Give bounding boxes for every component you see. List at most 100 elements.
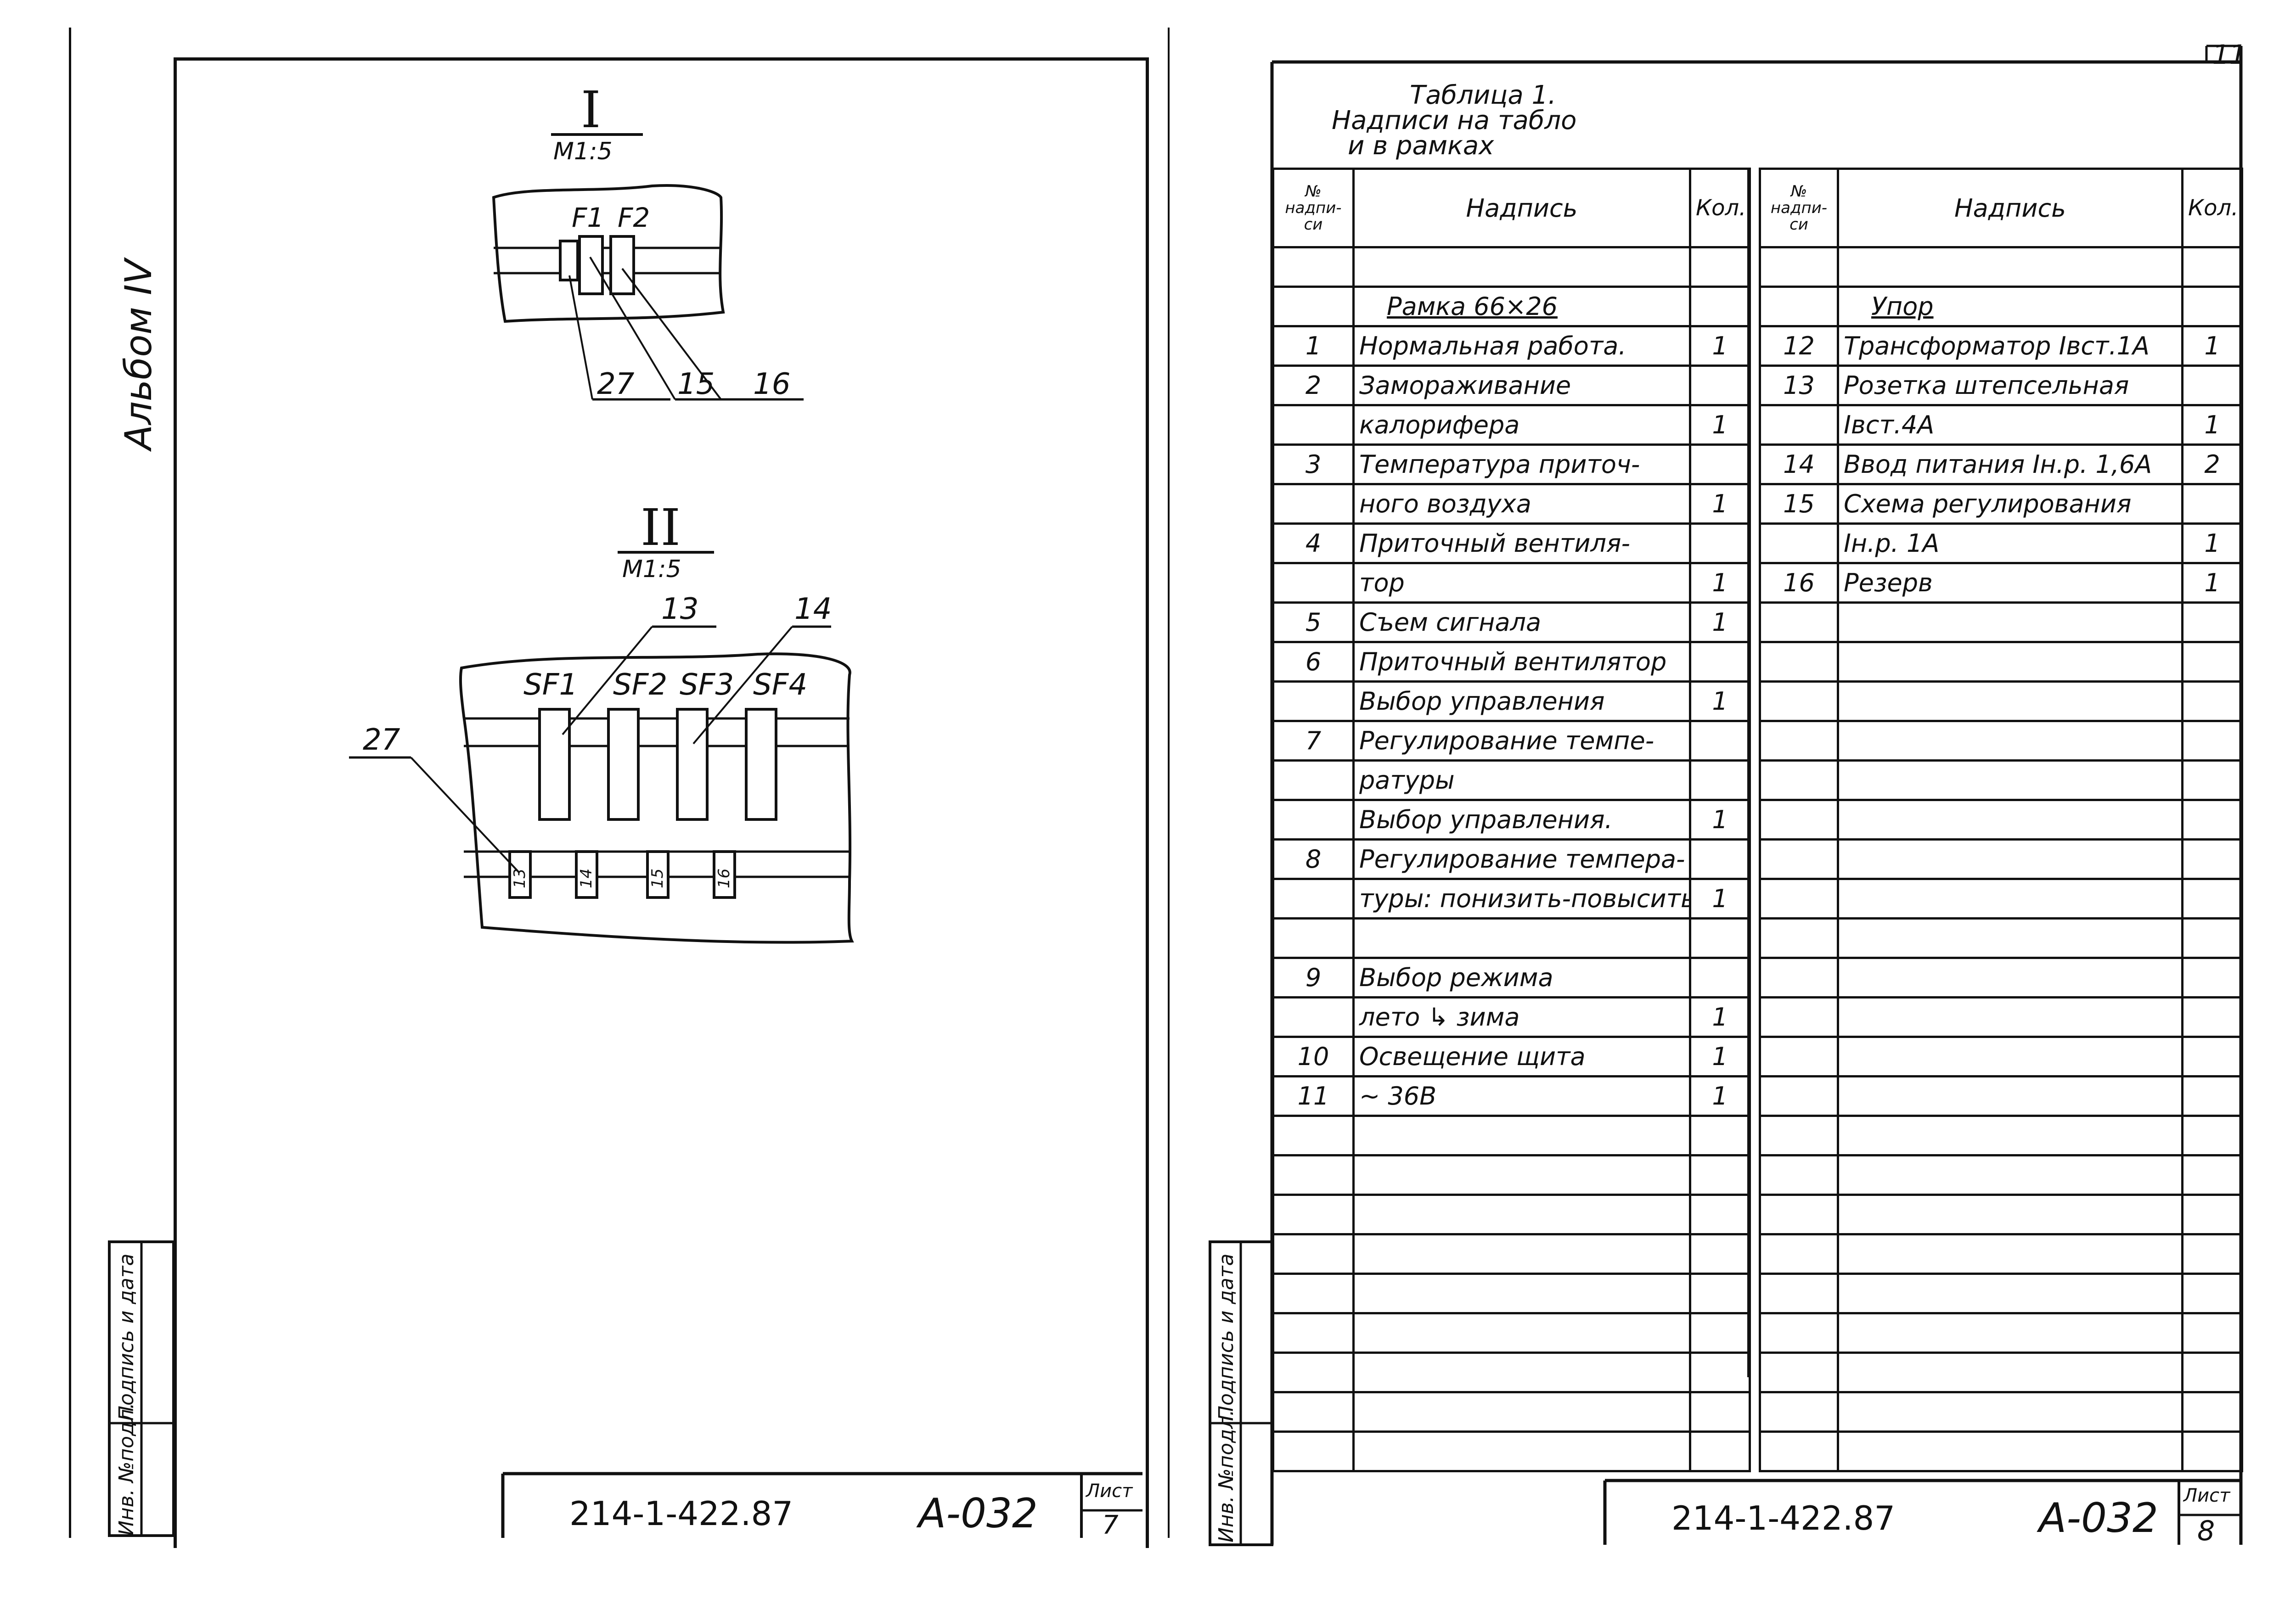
right-sheet-number: 8 [2197,1515,2215,1547]
right-doc-code: 214-1-422.87 [1671,1499,1896,1537]
row-qty [2181,1154,2243,1196]
row-qty [2181,878,2243,920]
row-text: Нормальная работа. [1352,325,1691,367]
left-doc-code: 214-1-422.87 [569,1494,793,1533]
row-text: Розетка штепсельная [1837,365,2183,406]
detail2-label-sf1: SF1 [523,668,578,702]
row-num: 10 [1272,1036,1355,1077]
table-row [1272,1233,1751,1275]
detail2-callout-27: 27 [363,723,400,757]
table-row [1759,641,2243,683]
detail1-callout-27: 27 [597,367,635,401]
row-qty: 1 [1689,483,1751,525]
table-row [1759,1115,2243,1156]
row-num [1759,1233,1839,1275]
row-text [1837,799,2183,841]
row-text [1352,1233,1691,1275]
row-qty [2181,1352,2243,1393]
row-text [1837,838,2183,880]
row-text: Замораживание [1352,365,1691,406]
row-num: 9 [1272,957,1355,998]
row-num [1272,286,1355,327]
row-text [1837,1075,2183,1117]
row-qty [2181,680,2243,722]
row-text [1837,1194,2183,1235]
row-num: 13 [1759,365,1839,406]
table-row [1272,1352,1751,1393]
row-num [1759,957,1839,998]
table-row [1759,838,2243,880]
table-row: Упор [1759,286,2243,327]
row-qty: 1 [1689,1036,1751,1077]
row-text: Упор [1837,286,2183,327]
row-num [1759,1036,1839,1077]
row-qty [2181,641,2243,683]
detail2-label-sf2: SF2 [613,668,668,702]
row-text: Трансформатор Iвст.1А [1837,325,2183,367]
table-row [1272,1391,1751,1433]
row-num [1272,680,1355,722]
left-album-code: А-032 [918,1490,1038,1537]
row-qty [2181,996,2243,1038]
row-text: Приточный вентилятор [1352,641,1691,683]
row-num: 8 [1272,838,1355,880]
row-qty [1689,957,1751,998]
row-num [1272,1233,1355,1275]
row-qty: 1 [2181,325,2243,367]
table-title-1: Таблица 1. [1410,80,1556,110]
detail1-underline [551,133,643,136]
row-text: Освещение щита [1352,1036,1691,1077]
detail2-callout-13: 13 [661,592,699,626]
row-qty: 1 [2181,404,2243,446]
row-qty [2181,483,2243,525]
row-num [1759,404,1839,446]
row-text [1352,1430,1691,1472]
row-qty: 1 [1689,601,1751,643]
header-text-right: Надпись [1837,168,2183,248]
row-num: 4 [1272,522,1355,564]
row-text: Iвст.4А [1837,404,2183,446]
table-row [1759,878,2243,920]
row-text [1352,246,1691,288]
row-qty [1689,522,1751,564]
table-row [1759,799,2243,841]
row-qty [1689,720,1751,762]
table-header-row-right: № надпи- си Надпись Кол. [1759,168,2243,248]
row-num: 5 [1272,601,1355,643]
table-row [1759,1391,2243,1433]
row-num [1759,878,1839,920]
detail2-label-sf4: SF4 [753,668,808,702]
table-row [1272,1154,1751,1196]
row-qty [1689,1352,1751,1393]
row-qty [2181,1115,2243,1156]
row-num [1759,1194,1839,1235]
row-text: Выбор управления. [1352,799,1691,841]
detail1-label-f2: F2 [618,202,650,233]
row-text: Рамка 66×26 [1352,286,1691,327]
right-sheet-label: Лист [2183,1485,2230,1506]
table-row [1759,246,2243,288]
left-frame [174,57,1149,1548]
header-qty-right: Кол. [2181,168,2243,248]
table-row [1759,1430,2243,1472]
row-text [1837,957,2183,998]
row-qty [1689,246,1751,288]
row-num [1759,1154,1839,1196]
row-text [1352,1352,1691,1393]
row-num [1272,483,1355,525]
table-row [1272,246,1751,288]
detail1-callout-16: 16 [753,367,791,401]
row-text [1837,641,2183,683]
row-num: 2 [1272,365,1355,406]
row-num: 3 [1272,443,1355,485]
